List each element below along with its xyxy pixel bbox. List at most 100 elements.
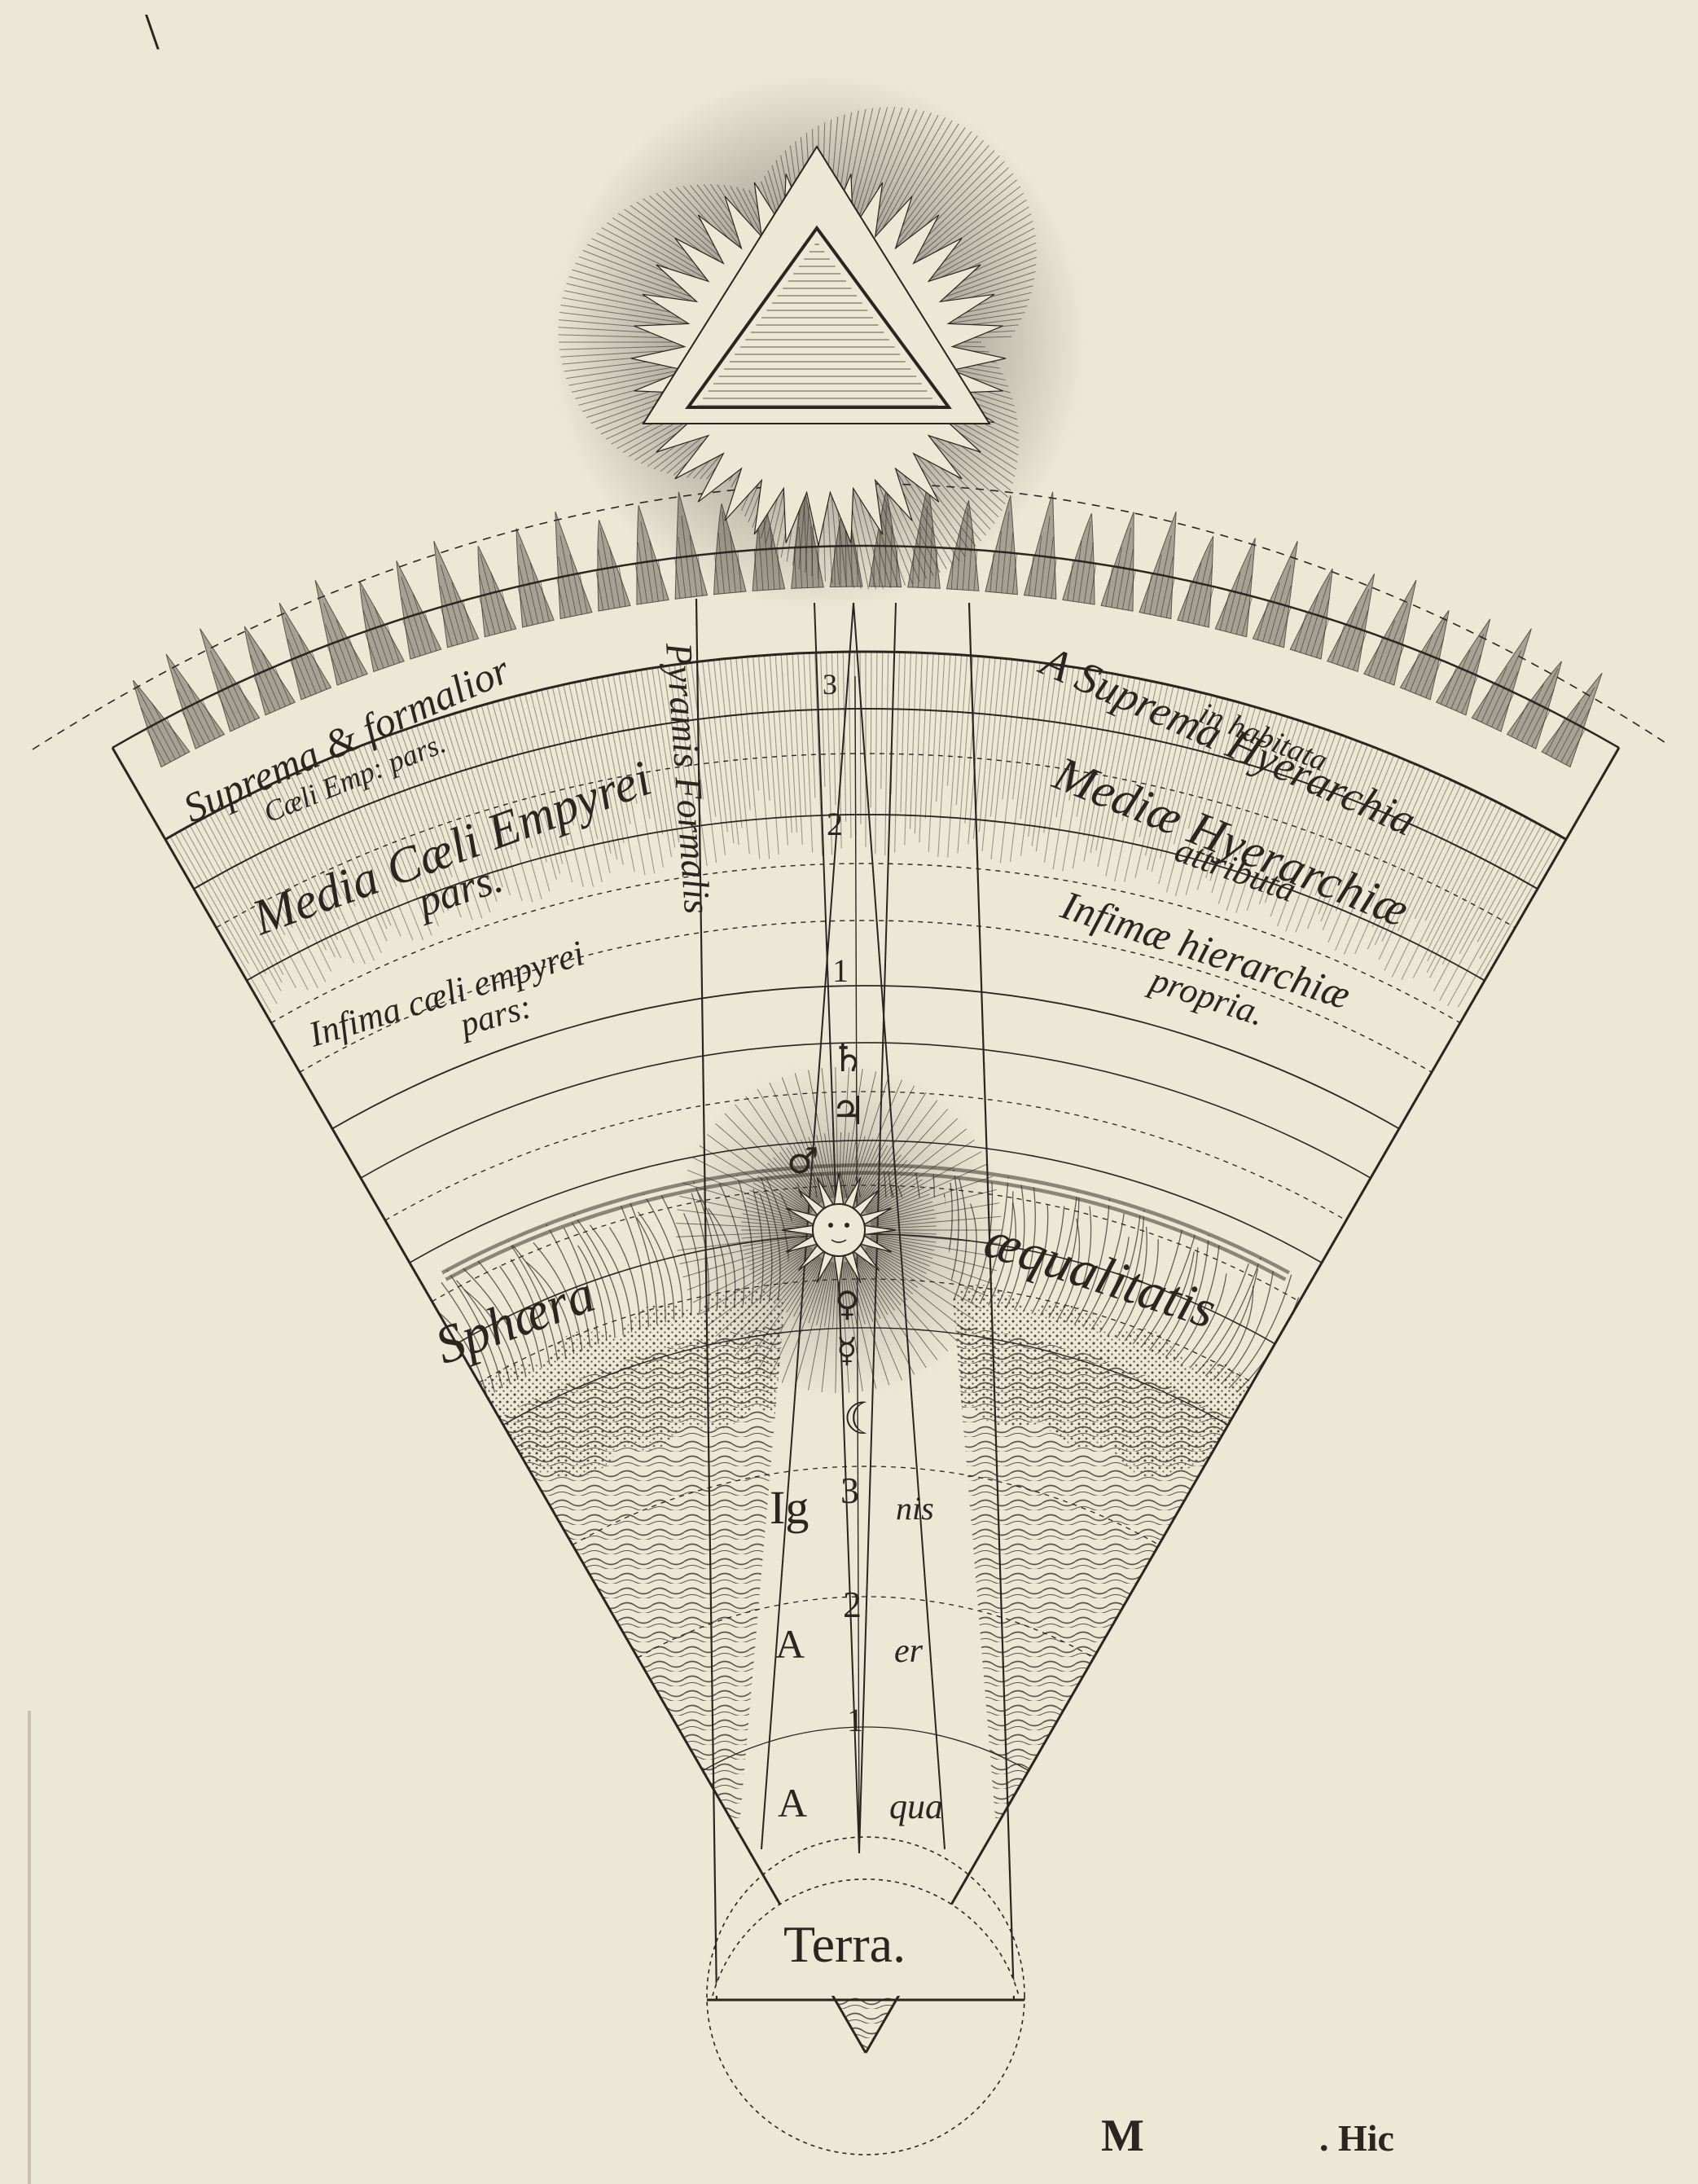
flame-stroke <box>1219 590 1231 631</box>
hatch-stroke <box>524 693 573 883</box>
flame-stroke <box>181 710 200 747</box>
hatch-stroke <box>1055 668 1080 818</box>
flame-stroke <box>1067 560 1074 601</box>
hatch-stroke <box>924 653 934 820</box>
hatch-stroke <box>880 652 884 789</box>
hatch-stroke <box>259 789 342 959</box>
flame-spike <box>1062 513 1095 605</box>
flame-stroke <box>1367 637 1383 676</box>
hatch-stroke <box>848 652 852 838</box>
flame-stroke <box>579 573 588 613</box>
flame-stroke <box>165 718 186 754</box>
sun-ray <box>858 1100 938 1205</box>
fire-wisp <box>563 1228 599 1344</box>
flame-stroke <box>1491 671 1519 727</box>
flame-stroke <box>1384 624 1406 682</box>
sun-ray <box>840 1067 850 1198</box>
flame-stroke <box>1425 660 1442 698</box>
flame-stroke <box>1546 718 1566 754</box>
fire-wisp <box>1189 1263 1249 1369</box>
flame-stroke <box>1165 578 1175 618</box>
hatch-stroke <box>904 652 911 846</box>
hatch-stroke <box>1072 672 1108 869</box>
hatch-stroke <box>955 655 968 806</box>
flame-stroke <box>440 586 459 645</box>
hatch-stroke <box>1311 742 1363 876</box>
flame-stroke <box>558 556 572 617</box>
glory-ray <box>871 112 932 233</box>
flame-stroke <box>187 683 216 740</box>
hatch-stroke <box>624 672 651 819</box>
flame-stroke <box>1182 581 1191 622</box>
hatch-stroke <box>563 684 599 840</box>
flame-stroke <box>1516 683 1544 740</box>
fire-wisp <box>1005 1182 1025 1309</box>
hatch-stroke <box>601 676 631 824</box>
hatch-stroke <box>406 729 473 921</box>
flame-stroke <box>298 634 322 692</box>
flame-stroke <box>501 590 512 631</box>
sun-ray <box>757 1258 823 1372</box>
hatch-stroke <box>234 802 327 982</box>
flame-stroke <box>224 666 251 723</box>
hatch-stroke <box>947 654 963 858</box>
hatch-stroke <box>529 692 569 846</box>
sun-ray <box>862 1118 959 1208</box>
sun-eye <box>845 1223 849 1228</box>
hatch-stroke <box>752 656 770 859</box>
glory-ray <box>855 107 896 226</box>
hatch-stroke <box>448 714 503 888</box>
flame-stroke <box>1121 548 1134 609</box>
hatch-stroke <box>900 652 906 813</box>
axis-number-upper-2: 2 <box>827 806 843 842</box>
flame-stroke <box>1455 654 1481 711</box>
hatch-stroke <box>1028 664 1052 837</box>
flame-stroke <box>989 551 994 592</box>
sun-ray <box>808 1262 833 1391</box>
hatch-stroke <box>1195 701 1235 841</box>
flame-stroke <box>1531 710 1551 747</box>
sun-ray <box>869 1175 994 1220</box>
glory-ray <box>612 218 714 279</box>
sun-ray <box>857 1149 895 1204</box>
sun-ray <box>867 1151 982 1215</box>
hatch-stroke <box>1159 692 1202 859</box>
hatch-stroke <box>358 746 432 936</box>
hatch-stroke <box>685 663 704 800</box>
hatch-stroke <box>1272 731 1332 895</box>
flame-stroke <box>1440 666 1458 705</box>
hatch-stroke <box>1479 836 1562 980</box>
hatch-stroke <box>1367 766 1421 886</box>
hatch-stroke <box>629 671 665 868</box>
sun-ray <box>745 1256 821 1364</box>
hatch-stroke <box>1043 666 1074 863</box>
sun-ray <box>845 1071 877 1199</box>
sun-ray <box>761 1169 814 1211</box>
sun-ray <box>871 1217 937 1227</box>
hatch-stroke <box>724 658 743 828</box>
hatch-stroke <box>1020 663 1046 856</box>
glory-ray <box>559 345 697 350</box>
hatch-stroke <box>1401 798 1492 980</box>
sun-ray <box>867 1244 927 1274</box>
hatch-stroke <box>169 836 272 1013</box>
hatch-stroke <box>1381 781 1457 942</box>
flame-stroke <box>1083 542 1094 604</box>
hatch-stroke <box>1414 791 1477 920</box>
flame-stroke <box>1347 610 1369 669</box>
fire-wisp <box>577 1245 608 1342</box>
sphere-arc <box>637 1596 1095 1659</box>
empyrean-hatching <box>165 652 1566 1013</box>
flame-stroke <box>412 594 432 653</box>
flame-stroke <box>517 586 528 626</box>
hatch-stroke <box>1238 714 1283 855</box>
hatch-stroke <box>1439 822 1538 1001</box>
flame-spike <box>1327 573 1376 673</box>
hatch-stroke <box>718 659 739 846</box>
hatch-stroke <box>757 655 770 801</box>
sun-ray <box>757 1247 812 1285</box>
hatch-stroke <box>541 689 574 826</box>
hatch-stroke <box>331 757 395 907</box>
axis-number-lower-3: 3 <box>840 1470 859 1511</box>
fire-wisp <box>1148 1251 1195 1351</box>
